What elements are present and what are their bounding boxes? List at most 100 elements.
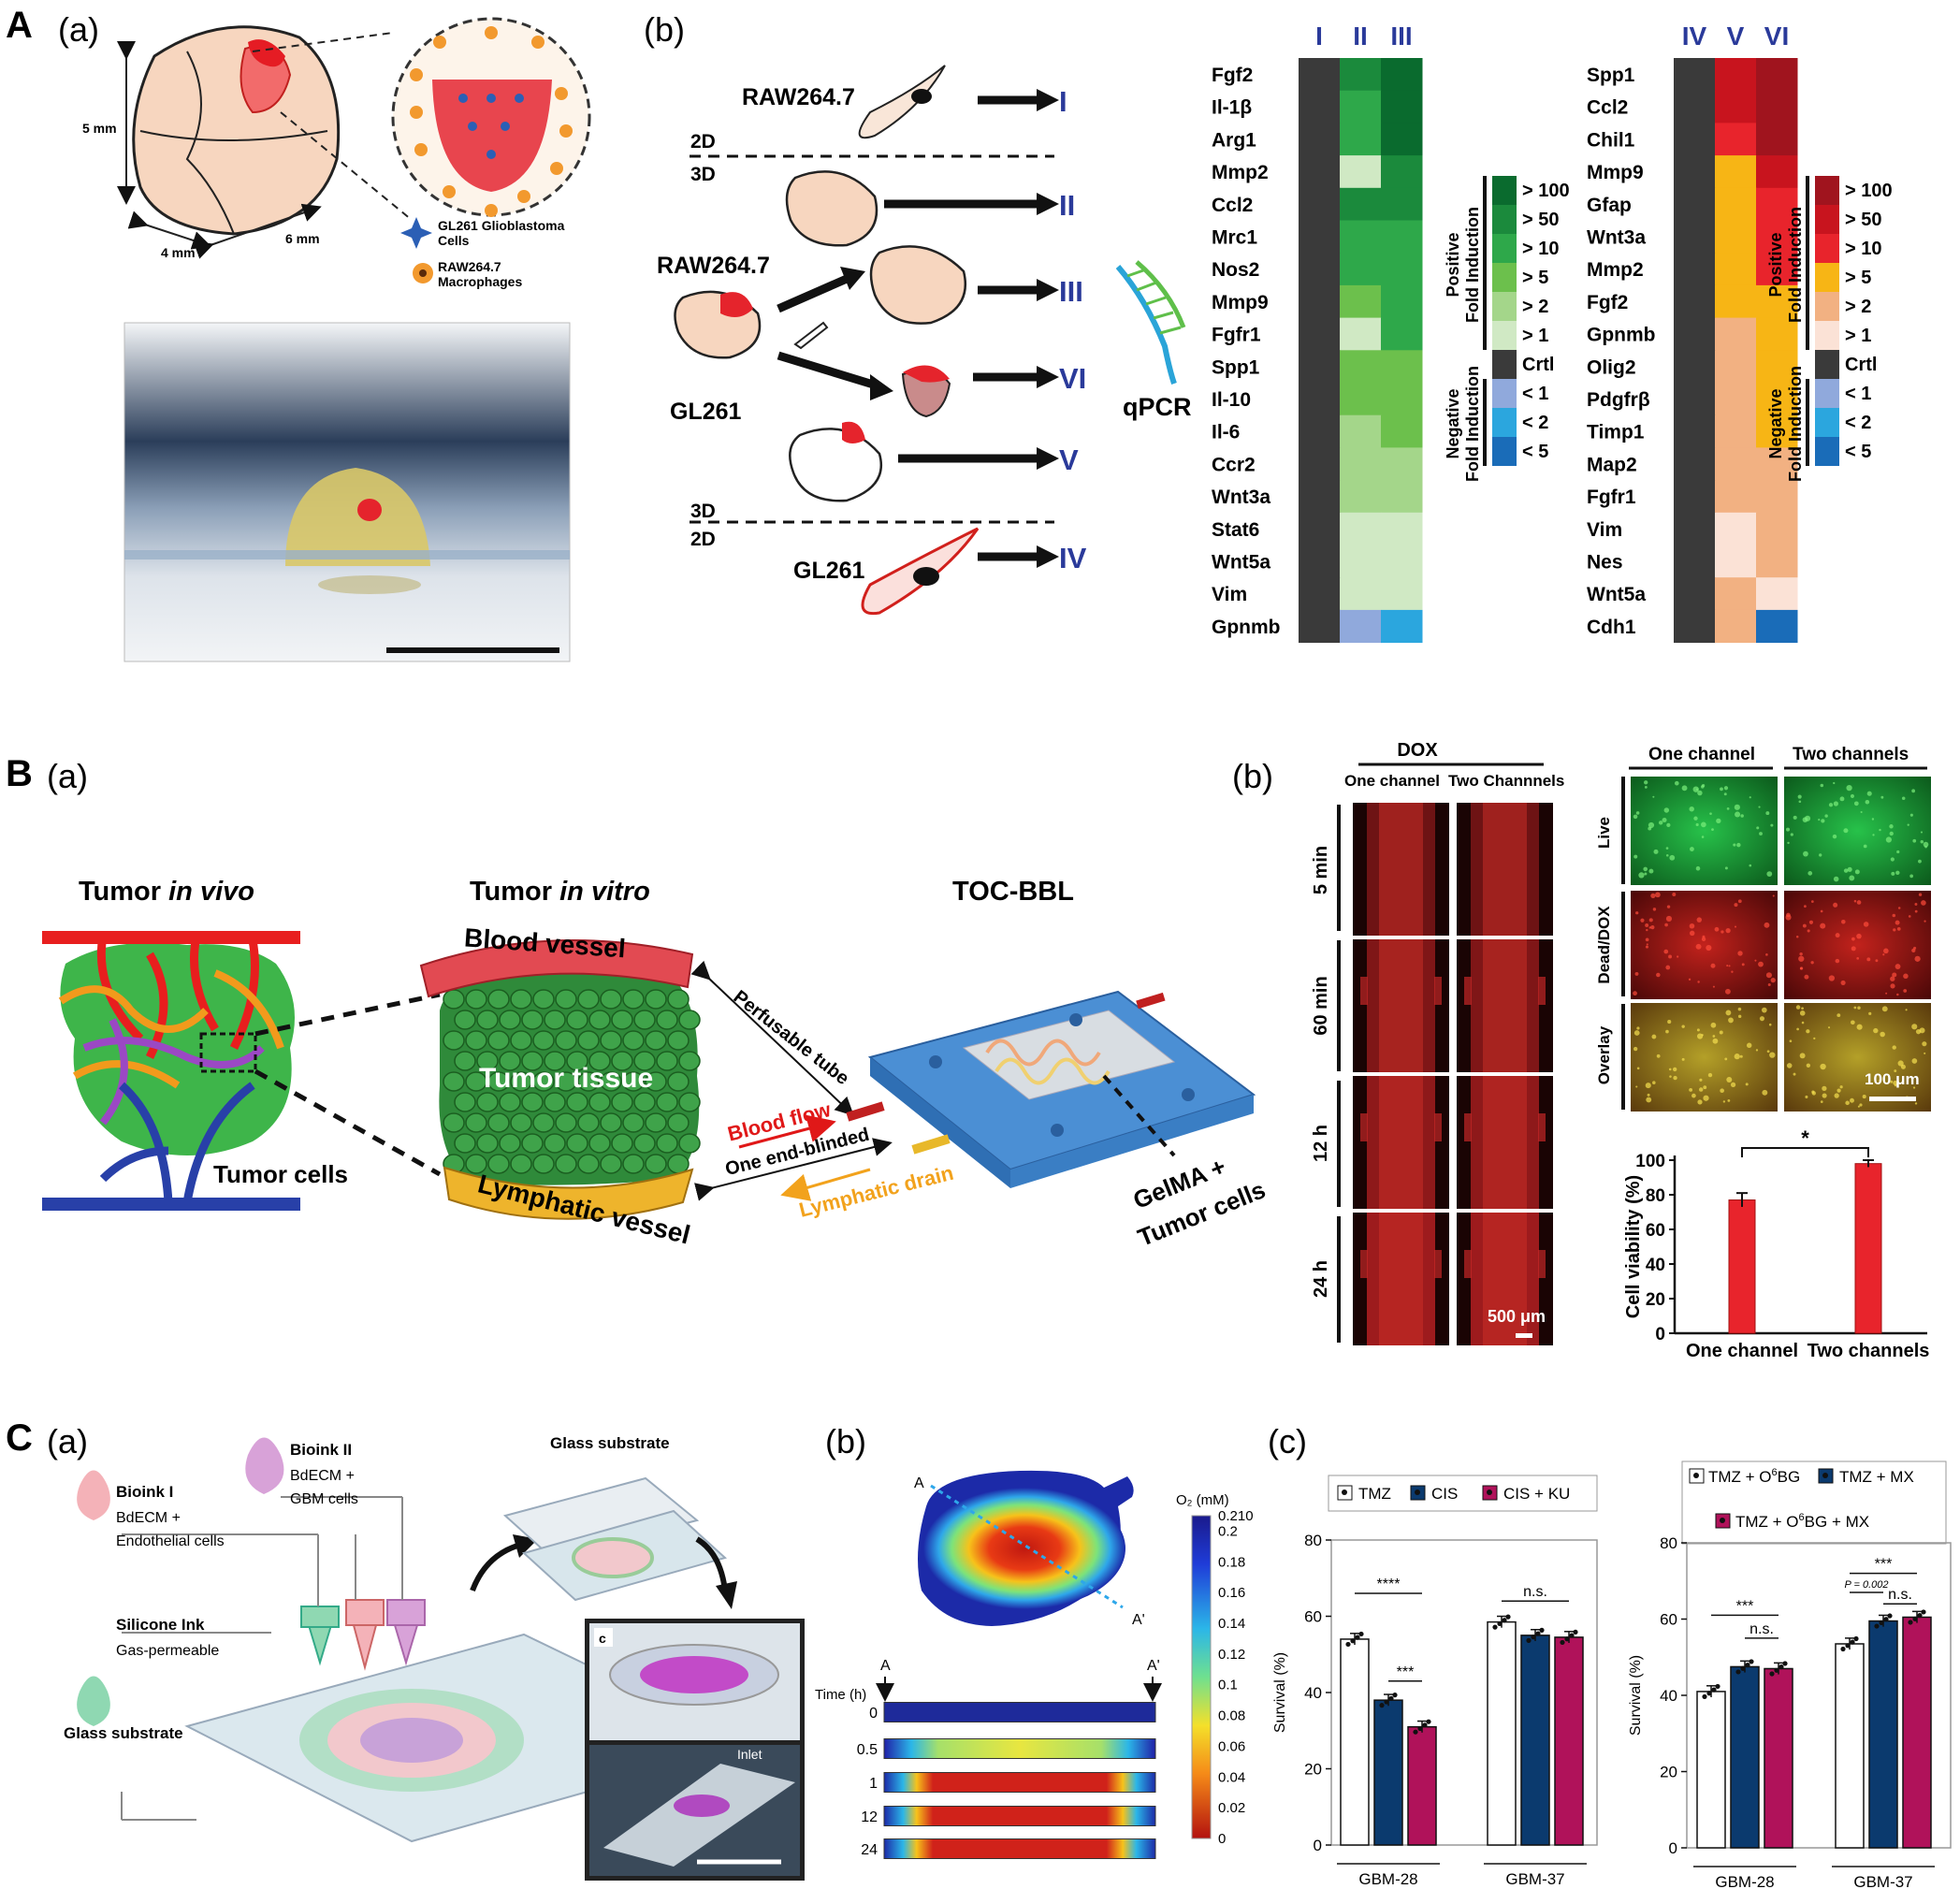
survival-data-point bbox=[1769, 1671, 1775, 1677]
heatmap-cell bbox=[1381, 253, 1423, 286]
fluorescent-cell bbox=[1881, 1006, 1888, 1012]
legend-level: > 2 bbox=[1522, 297, 1548, 317]
fluorescent-cell bbox=[1645, 945, 1649, 949]
tissue-cell bbox=[555, 1071, 577, 1092]
fluorescent-cell bbox=[1633, 814, 1638, 820]
gene-label-Mmp2: Mmp2 bbox=[1212, 162, 1269, 183]
roman-IV: IV bbox=[1059, 542, 1087, 574]
fluorescent-cell bbox=[1895, 920, 1900, 925]
legend-swatch bbox=[1815, 292, 1839, 321]
fluorescent-cell bbox=[1645, 937, 1649, 942]
dox-channel-core bbox=[1483, 1213, 1527, 1345]
o2-tick-label: 0.06 bbox=[1218, 1738, 1245, 1754]
dox-channel-core bbox=[1379, 1213, 1423, 1345]
fluorescent-cell bbox=[1640, 918, 1645, 923]
fluorescent-cell bbox=[1889, 824, 1894, 829]
label-silicone-ink: Silicone Ink bbox=[116, 1616, 205, 1634]
dox-side-port bbox=[1538, 977, 1546, 1005]
fluorescence-image bbox=[1784, 891, 1931, 999]
fluorescent-cell bbox=[1895, 870, 1900, 875]
legend-macrophage-icon bbox=[413, 263, 433, 283]
fluorescent-cell bbox=[1644, 780, 1648, 785]
heatmap-cell bbox=[1299, 220, 1341, 254]
survival-data-point bbox=[1392, 1693, 1398, 1698]
fluorescent-cell bbox=[1665, 853, 1669, 857]
legend-swatch bbox=[1492, 408, 1517, 437]
dox-channel-core bbox=[1483, 803, 1527, 936]
survival-data-point bbox=[1417, 1725, 1423, 1732]
tissue-cell bbox=[510, 1071, 532, 1092]
survival-bar bbox=[1373, 1699, 1403, 1846]
tissue-cell bbox=[555, 1112, 577, 1133]
fluorescent-cell bbox=[1828, 975, 1836, 981]
label-A-bar: A bbox=[880, 1658, 891, 1674]
fluorescent-cell bbox=[1635, 811, 1640, 815]
fluorescent-cell bbox=[1666, 905, 1671, 908]
survival-y-tick-label: 20 bbox=[1304, 1761, 1322, 1779]
o2-tick-label: 0.14 bbox=[1218, 1616, 1245, 1632]
heatmap-cell bbox=[1340, 350, 1382, 384]
gene-label-Mmp9: Mmp9 bbox=[1212, 292, 1269, 313]
heatmap-cell bbox=[1715, 123, 1757, 156]
survival-data-point bbox=[1779, 1664, 1784, 1670]
fluorescent-cell bbox=[1907, 823, 1909, 826]
gene-label-Ccl2: Ccl2 bbox=[1212, 195, 1253, 216]
fluorescent-cell bbox=[1841, 919, 1846, 924]
label-tumor-cells: Tumor cells bbox=[213, 1160, 348, 1188]
tissue-cell bbox=[544, 1092, 566, 1112]
heatmap-cell bbox=[1715, 284, 1757, 319]
dox-side-port bbox=[1360, 1113, 1368, 1141]
fluorescent-cell bbox=[1922, 1041, 1927, 1047]
roman-III: III bbox=[1059, 275, 1083, 308]
tissue-cell bbox=[678, 1010, 701, 1030]
fluorescent-cell bbox=[1728, 965, 1731, 967]
tissue-cell bbox=[487, 989, 510, 1010]
tissue-cell bbox=[678, 1133, 701, 1154]
fluorescent-cell bbox=[1857, 1105, 1860, 1108]
tissue-cell bbox=[476, 1010, 499, 1030]
legend-swatch bbox=[1492, 350, 1517, 379]
dox-side-port bbox=[1464, 1113, 1472, 1141]
fluorescent-cell bbox=[1863, 922, 1869, 927]
fluorescent-cell bbox=[1758, 806, 1761, 808]
gene-label-Il-10: Il-10 bbox=[1212, 389, 1251, 411]
panel-label-B: B bbox=[6, 753, 33, 794]
gene-label-Nos2: Nos2 bbox=[1212, 259, 1259, 281]
fluorescent-cell bbox=[1634, 971, 1639, 976]
tissue-cell bbox=[465, 989, 487, 1010]
legend-swatch bbox=[1492, 205, 1517, 234]
fluorescent-cell bbox=[1853, 1006, 1857, 1010]
heatmap-cell bbox=[1381, 220, 1423, 254]
fluorescent-cell bbox=[1720, 930, 1724, 934]
heatmap-cell bbox=[1340, 123, 1382, 156]
tissue-cell bbox=[622, 989, 645, 1010]
fluorescent-cell bbox=[1646, 943, 1648, 946]
heatmap-cell bbox=[1715, 577, 1757, 611]
fluorescent-cell bbox=[1703, 1095, 1709, 1101]
dim-depth: 6 mm bbox=[285, 231, 320, 246]
time-12h: 12 h bbox=[1311, 1125, 1331, 1162]
heatmap-cell bbox=[1381, 577, 1423, 611]
viability-y-tick-label: 0 bbox=[1655, 1325, 1665, 1344]
gene-label-Wnt3a: Wnt3a bbox=[1587, 226, 1646, 248]
heatmap-cell bbox=[1715, 155, 1757, 189]
heatmap-cell bbox=[1381, 447, 1423, 481]
fluorescent-cell bbox=[1734, 925, 1737, 928]
heatmap-cell bbox=[1756, 545, 1798, 578]
dox-side-port bbox=[1538, 1113, 1546, 1141]
tissue-cell bbox=[465, 1030, 487, 1051]
survival-data-point bbox=[1715, 1683, 1720, 1690]
fluorescent-cell bbox=[1653, 849, 1659, 854]
label-2d-bottom: 2D bbox=[690, 529, 716, 550]
label-bioink-1-desc2: Endothelial cells bbox=[116, 1533, 225, 1549]
heatmap-cell bbox=[1756, 447, 1798, 481]
fluorescent-cell bbox=[1693, 816, 1698, 821]
label-fl-two-channels: Two channels bbox=[1793, 745, 1909, 764]
time-5min: 5 min bbox=[1311, 846, 1331, 894]
heatmap-cell bbox=[1299, 253, 1341, 286]
fluorescent-cell bbox=[1914, 1102, 1918, 1105]
fluorescent-cell bbox=[1759, 1016, 1765, 1022]
label-2d-top: 2D bbox=[690, 131, 716, 153]
survival-bar bbox=[1902, 1616, 1932, 1849]
